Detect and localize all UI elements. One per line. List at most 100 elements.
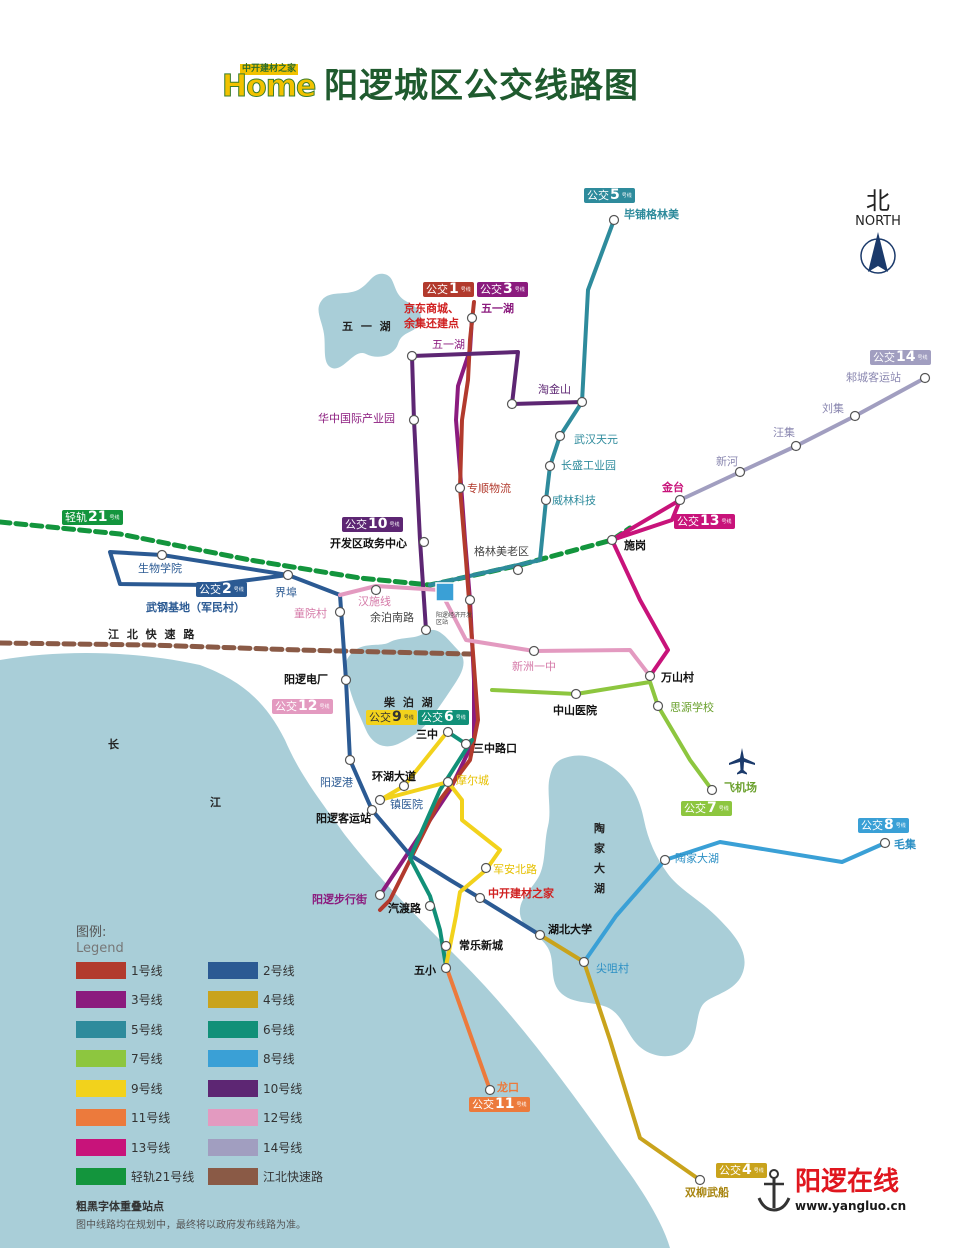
north-arrow [868,232,888,272]
rail-station-icon [435,582,455,602]
legend-title: 图例: [76,925,107,940]
station-wuhantianyuan: 武汉天元 [574,433,618,446]
legend-note: 图中线路均在规划中，最终将以政府发布线路为准。 [76,1220,306,1231]
logo-subtitle: 中开建材之家 [240,64,299,75]
station-dot [408,414,420,426]
yangtze-label-2: 江 [210,796,223,809]
legend-subtitle: Legend [76,941,124,956]
legend-swatch [76,1168,126,1185]
station-yuji: 余集还建点 [404,317,459,330]
station-longkou: 龙口 [497,1081,519,1094]
station-dot [644,670,656,682]
legend-item: 9号线 [76,1079,163,1097]
legend-item: 14号线 [208,1138,302,1156]
station-dot [534,929,546,941]
legend-swatch [208,1168,258,1185]
station-maoji: 毛集 [894,838,916,851]
station-dot [398,780,410,792]
station-dot [374,889,386,901]
station-huanhu: 环湖大道 [372,770,416,783]
station-feijichang: 飞机场 [724,781,757,794]
station-dot [879,837,891,849]
station-dot [406,350,418,362]
station-zhuchengkeyun: 邾城客运站 [846,371,901,384]
brand-url: www.yangluo.cn [795,1199,907,1213]
station-yangluogang: 阳逻港 [320,776,353,789]
station-kaifaqu: 开发区政务中心 [330,537,407,550]
station-zhenyiyuan: 镇医院 [390,798,423,811]
legend-swatch [208,1020,258,1038]
legend-swatch [208,991,258,1008]
map-title: 阳逻城区公交线路图 [324,66,639,106]
station-dot [919,372,931,384]
legend-label: 10号线 [263,1081,303,1096]
station-changsheng: 长盛工业园 [561,459,616,472]
north-ring [860,238,896,274]
station-dot [694,1174,706,1186]
station-taojinshan: 淘金山 [538,383,571,396]
station-dot [466,312,478,324]
station-dot [344,754,356,766]
station-shigang: 施岗 [624,539,646,552]
station-dot [734,466,746,478]
legend-swatch [208,1079,258,1097]
legend-label: 轻轨21号线 [131,1170,195,1184]
route-line-11 [444,964,492,1092]
station-jianju: 尖咀村 [596,962,629,975]
station-dot [454,482,466,494]
station-shengwu: 生物学院 [138,562,182,575]
station-junan: 军安北路 [493,863,537,876]
route-line-8 [582,840,887,964]
station-dot [366,804,378,816]
station-dot [420,624,432,636]
station-wuxiao: 五小 [414,964,436,977]
logo-word: Home [221,69,316,104]
airplane-icon [726,745,758,777]
station-hubei: 湖北大学 [548,923,592,936]
yangtze-label-1: 长 [108,738,121,751]
station-qidu: 汽渡路 [388,902,421,915]
station-dot [544,460,556,472]
north-en: NORTH [855,214,901,229]
legend-swatch [208,1109,258,1126]
legend-item: 5号线 [76,1020,163,1038]
station-kfq-rail: 阳逻经济开发区站 [436,612,473,626]
station-dot [480,862,492,874]
legend-swatch [76,1079,126,1097]
station-dot [540,494,552,506]
station-dot [442,726,454,738]
station-dot [340,674,352,686]
legend-swatch [76,1050,126,1067]
station-zhongkai: 中开建材之家 [488,887,554,900]
station-liuji: 刘集 [822,402,844,415]
legend-swatch [76,1109,126,1126]
station-xinzhou: 新洲一中 [512,660,556,673]
station-dot [706,784,718,796]
legend-label: 12号线 [263,1111,303,1125]
legend-item: 7号线 [76,1050,163,1068]
legend-label: 2号线 [263,963,295,978]
legend-label: 9号线 [131,1081,163,1096]
legend-label: 8号线 [263,1052,295,1066]
legend-swatch [76,991,126,1008]
station-yangluodianchang: 阳逻电厂 [284,673,328,686]
legend-item: 1号线 [76,961,163,979]
station-dot [442,776,454,788]
station-zhongshan: 中山医院 [553,704,597,717]
tao-lake-label-3: 大 [594,862,607,875]
station-moer: 摩尔城 [456,774,489,787]
route-expressway [0,640,473,657]
station-dot [576,396,588,408]
tao-lake-label-2: 家 [594,842,607,855]
legend-label: 11号线 [131,1111,171,1125]
legend-item: 11号线 [76,1109,170,1127]
station-wangji: 汪集 [773,426,795,439]
legend-item: 13号线 [76,1138,170,1156]
station-yubonan: 余泊南路 [370,611,414,624]
station-gelinmei: 格林美老区 [474,545,529,558]
